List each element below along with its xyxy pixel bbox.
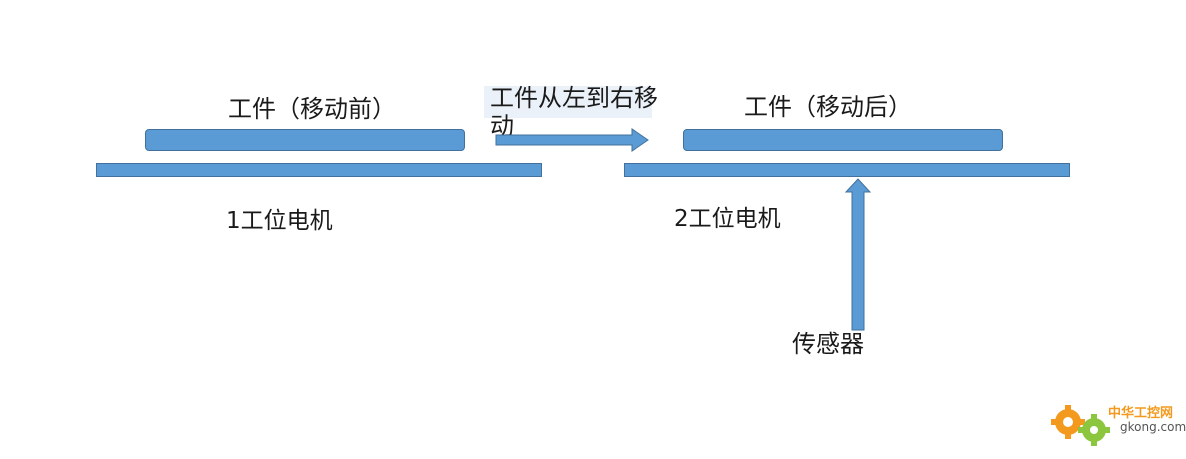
- gear-logo-icon: [1051, 405, 1110, 446]
- workpiece-after-label: 工件（移动后）: [744, 93, 912, 121]
- motor-2-label: 2工位电机: [674, 206, 781, 232]
- station-1-conveyor: [96, 163, 542, 177]
- watermark: 中华工控网 gkong.com: [1048, 392, 1186, 454]
- workpiece-before-label: 工件（移动前）: [228, 95, 396, 123]
- move-label-background: [484, 86, 652, 118]
- workpiece-before: [145, 129, 465, 151]
- move-direction-label: 工件从左到右移动: [490, 84, 658, 140]
- workpiece-after: [683, 129, 1003, 151]
- motor-1-label: 1工位电机: [226, 208, 333, 234]
- station-2-conveyor: [624, 163, 1070, 177]
- sensor-up-arrow: [844, 178, 872, 331]
- watermark-brand: 中华工控网: [1108, 406, 1174, 421]
- watermark-url: gkong.com: [1120, 420, 1186, 434]
- sensor-label: 传感器: [792, 330, 864, 358]
- move-right-arrow: [495, 128, 649, 152]
